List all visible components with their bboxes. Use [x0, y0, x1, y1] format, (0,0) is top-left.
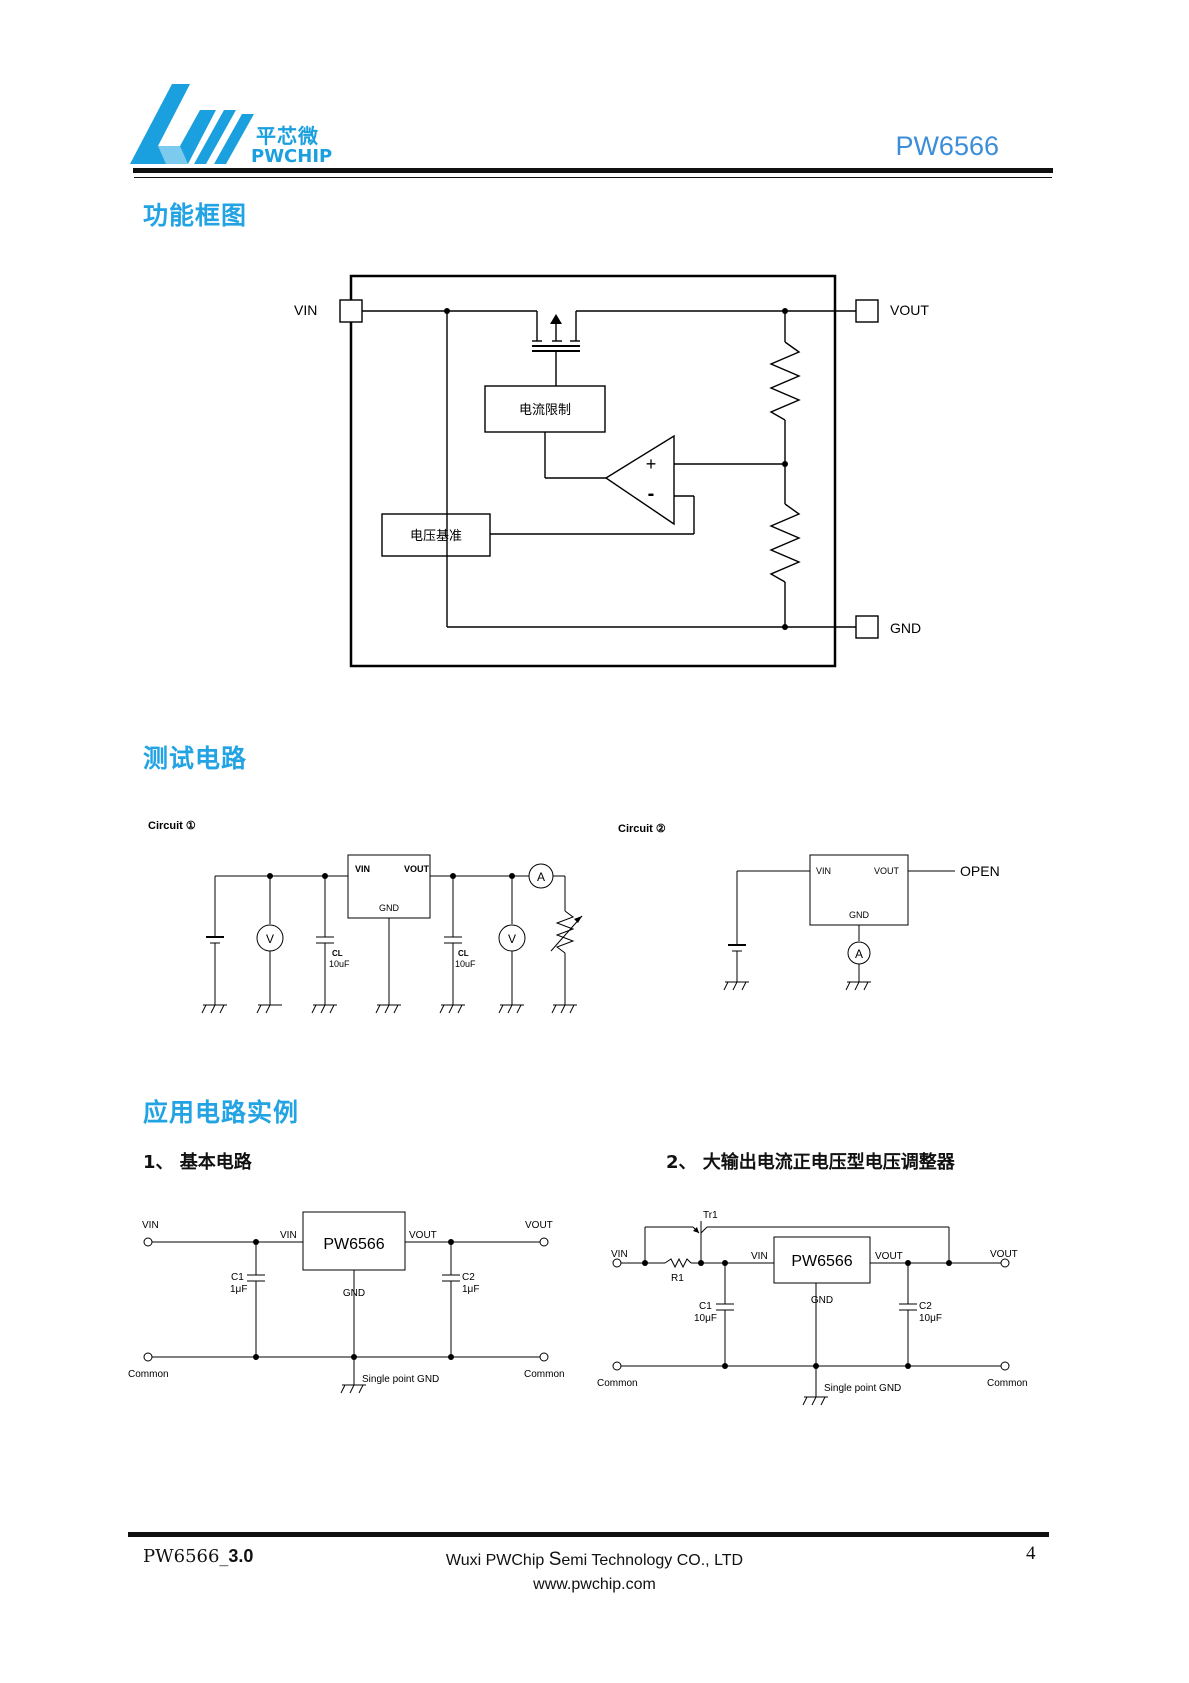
hc-vout-pin: VOUT [875, 1251, 903, 1262]
app-subtitle-basic: 1、 基本电路 [143, 1152, 252, 1173]
section-title-block-diagram: 功能框图 [143, 201, 248, 230]
hc-vin-left: VIN [611, 1249, 628, 1260]
test-circuit-1: Circuit ① VIN VOUT GND CL 10uF CL 10uF V… [148, 820, 583, 1014]
logo-chinese-name: 平芯微 [256, 124, 319, 148]
hc-c1-value: 10μF [694, 1313, 717, 1324]
ground-symbols-2 [723, 981, 871, 991]
hc-vin-pin: VIN [751, 1251, 768, 1262]
pin-vin-label: VIN [294, 302, 317, 318]
header-rule [133, 168, 1053, 173]
test-circuit-2: Circuit ② VIN VOUT GND OPEN A [618, 823, 1000, 991]
logo-english-name: PWCHIP [251, 146, 333, 167]
tc1-cap-out-value: 10uF [455, 959, 476, 969]
circuit-2-title: Circuit ② [618, 823, 666, 835]
chip-label-high-current: PW6566 [791, 1253, 852, 1270]
app-subtitle-high-current: 2、 大输出电流正电压型电压调整器 [666, 1152, 955, 1173]
hc-common-right: Common [987, 1378, 1028, 1389]
chip-label-basic: PW6566 [323, 1236, 384, 1253]
basic-gnd-pin: GND [343, 1288, 365, 1299]
tc2-open-label: OPEN [960, 863, 1000, 879]
basic-c1-value: 1μF [230, 1284, 247, 1295]
pin-vout-label: VOUT [890, 302, 929, 318]
footer-website[interactable]: www.pwchip.com [533, 1576, 656, 1593]
tc2-vout-label: VOUT [874, 866, 900, 876]
app-circuit-basic: PW6566 VIN VIN VOUT VOUT GND C1 1μF C2 1… [128, 1211, 565, 1394]
basic-vout-right: VOUT [525, 1220, 553, 1231]
hc-vout-right: VOUT [990, 1249, 1018, 1260]
hc-gnd-pin: GND [811, 1295, 833, 1306]
footer-rule [128, 1532, 1049, 1537]
opamp-plus-label: + [646, 454, 657, 474]
doc-version: 3.0 [228, 1546, 254, 1566]
current-limit-label: 电流限制 [519, 402, 571, 417]
doc-prefix: PW6566_ [143, 1546, 229, 1567]
hc-c1-name: C1 [699, 1301, 712, 1312]
resistor-r1-label: R1 [671, 1273, 684, 1284]
ammeter-icon: A [537, 870, 545, 884]
block-diagram: VIN VOUT GND 电流限制 电压基准 + - [294, 274, 929, 668]
tc2-vin-label: VIN [816, 866, 831, 876]
section-title-test-circuit: 测试电路 [143, 744, 248, 773]
tc2-gnd-label: GND [849, 910, 870, 920]
basic-vout-pin: VOUT [409, 1230, 437, 1241]
tc1-cap-in-value: 10uF [329, 959, 350, 969]
company-post: emi Technology CO., LTD [561, 1552, 744, 1569]
basic-c1-name: C1 [231, 1272, 244, 1283]
hc-common-left: Common [597, 1378, 638, 1389]
hc-c2-name: C2 [919, 1301, 932, 1312]
tc1-vin-label: VIN [355, 864, 370, 874]
pwchip-logo-icon [130, 84, 254, 164]
ammeter-2-icon: A [855, 947, 863, 961]
hc-c2-value: 10μF [919, 1313, 942, 1324]
tc1-vout-label: VOUT [404, 864, 430, 874]
voltmeter-out-icon: V [508, 932, 516, 946]
basic-c2-value: 1μF [462, 1284, 479, 1295]
basic-common-right: Common [524, 1369, 565, 1380]
company-pre: Wuxi PWChip [445, 1552, 549, 1569]
page-number: 4 [1026, 1543, 1036, 1564]
header-model-number: PW6566 [895, 131, 999, 161]
footer-doc-version: PW6566_3.0 [143, 1546, 253, 1567]
pin-gnd-label: GND [890, 620, 921, 636]
basic-vin-pin: VIN [280, 1230, 297, 1241]
tc1-cap-in-name: CL [332, 949, 343, 958]
basic-vin-left: VIN [142, 1220, 159, 1231]
footer-company: Wuxi PWChip Semi Technology CO., LTD [0, 1549, 1189, 1571]
hc-single-gnd: Single point GND [824, 1383, 901, 1394]
tc1-cap-out-name: CL [458, 949, 469, 958]
header-rule-thin [134, 177, 1052, 178]
company-s: S [548, 1549, 562, 1570]
basic-common-left: Common [128, 1369, 169, 1380]
basic-single-gnd: Single point GND [362, 1374, 439, 1385]
section-title-application: 应用电路实例 [143, 1098, 300, 1127]
app-circuit-high-current: PW6566 Tr1 R1 VIN VIN VOUT VOUT GND C1 1… [597, 1210, 1028, 1406]
circuit-1-title: Circuit ① [148, 820, 196, 832]
tc1-gnd-label: GND [379, 903, 400, 913]
voltage-ref-label: 电压基准 [410, 528, 462, 543]
voltmeter-icon: V [266, 932, 274, 946]
ground-symbols [201, 1004, 577, 1014]
transistor-tr1-label: Tr1 [703, 1210, 718, 1221]
opamp-minus-label: - [648, 483, 655, 505]
basic-c2-name: C2 [462, 1272, 475, 1283]
